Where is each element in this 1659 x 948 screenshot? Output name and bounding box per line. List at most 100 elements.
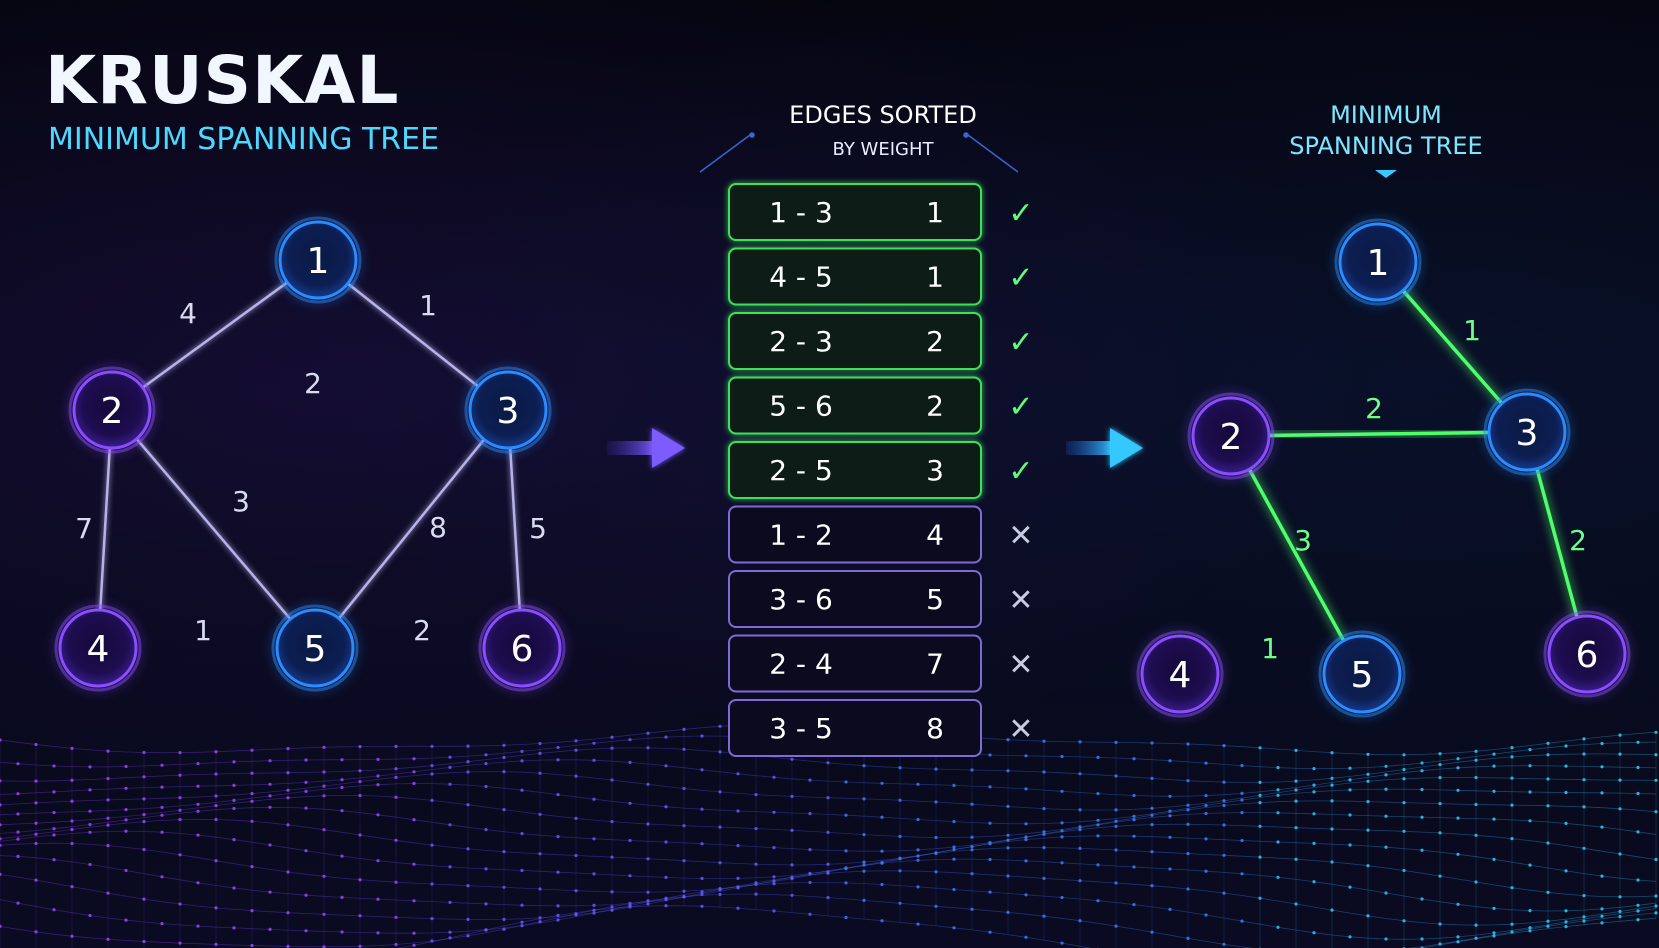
mst-node-label: 6	[1576, 635, 1599, 676]
right-arrow-icon	[607, 428, 685, 468]
edge-weight-label: 1	[419, 289, 437, 322]
input-graph-edges	[96, 258, 524, 650]
graph-node-label: 4	[87, 629, 110, 670]
edge-weight-label: 4	[179, 297, 197, 330]
graph-node-6: 6	[478, 604, 566, 692]
mst-edge-2-5	[1229, 435, 1364, 675]
sorted-panel-subtitle: BY WEIGHT	[832, 139, 934, 160]
cross-icon: ✕	[1008, 712, 1033, 747]
mst-nodes: 1 2 3 4 5 6	[1136, 218, 1631, 718]
sorted-edge-label: 5 - 6	[769, 390, 833, 423]
graph-node-label: 1	[307, 241, 330, 282]
graph-node-2: 2	[68, 366, 156, 454]
sorted-edge-weight: 7	[926, 648, 944, 681]
sorted-edges-list: 1 - 3 1 ✓ 4 - 5 1 ✓ 2 - 3 2 ✓ 5 - 6 2 ✓ 2 - 5 3 ✓ 1 - 2…	[728, 183, 1034, 757]
mst-node-label: 1	[1367, 243, 1390, 284]
graph-edge-3-6	[506, 409, 524, 649]
graph-node-3: 3	[464, 366, 552, 454]
sorted-edge-row: 1 - 2 4 ✕	[728, 505, 1034, 564]
mst-edge-weight-label: 2	[1365, 392, 1383, 425]
mst-edge-weight-label: 1	[1463, 314, 1481, 347]
check-icon: ✓	[1008, 454, 1033, 489]
sorted-edge-weight: 1	[926, 261, 944, 294]
graph-edge-3-5	[314, 409, 509, 649]
edge-weight-label: 8	[429, 511, 447, 544]
mst-panel: MINIMUM SPANNING TREE 1 2 3 1 2 1 2 3 4 5 6	[1136, 101, 1631, 718]
graph-node-4: 4	[54, 604, 142, 692]
mst-node-5: 5	[1318, 630, 1406, 718]
edge-weight-label: 3	[232, 485, 250, 518]
sorted-edge-weight: 4	[926, 519, 944, 552]
edge-weight-label: 2	[304, 367, 322, 400]
mst-node-6: 6	[1543, 610, 1631, 698]
edge-weight-label: 5	[529, 512, 547, 545]
input-graph-weights: 4 1 2 3 8 7 5 1 2	[75, 289, 547, 647]
sorted-edge-weight: 2	[926, 390, 944, 423]
mst-edge-weight-label: 1	[1261, 632, 1279, 665]
sorted-edge-row: 2 - 5 3 ✓	[728, 441, 1034, 499]
graph-edge-2-4	[96, 409, 114, 649]
mst-edge-weight-label: 2	[1569, 524, 1587, 557]
mst-panel-title-line2: SPANNING TREE	[1289, 132, 1482, 160]
sorted-edge-weight: 1	[926, 196, 944, 229]
sorted-edge-weight: 3	[926, 454, 944, 487]
graph-edge-2-5	[111, 409, 316, 649]
sorted-panel-bracket	[699, 132, 1019, 173]
page-subtitle: MINIMUM SPANNING TREE	[48, 122, 439, 157]
sorted-edge-label: 2 - 3	[769, 325, 833, 358]
sorted-edge-label: 2 - 4	[769, 648, 833, 681]
cross-icon: ✕	[1008, 583, 1033, 618]
graph-node-label: 2	[101, 391, 124, 432]
sorted-edge-row: 1 - 3 1 ✓	[728, 183, 1034, 241]
sorted-edge-row: 4 - 5 1 ✓	[728, 247, 1034, 306]
sorted-edge-label: 4 - 5	[769, 261, 833, 294]
cross-icon: ✕	[1008, 648, 1033, 683]
check-icon: ✓	[1008, 196, 1033, 231]
graph-edge-1-3	[317, 259, 509, 411]
check-icon: ✓	[1008, 261, 1033, 296]
check-icon: ✓	[1008, 325, 1033, 360]
mst-weights: 1 2 3 1 2	[1261, 314, 1587, 665]
particle-wave-decoration	[0, 722, 1658, 948]
mst-node-2: 2	[1187, 392, 1275, 480]
mst-node-3: 3	[1483, 388, 1571, 476]
input-graph: 4 1 2 3 8 7 5 1 2 1 2 3 4 5 6	[54, 216, 566, 692]
cross-icon: ✕	[1008, 519, 1033, 554]
mst-edge-weight-label: 3	[1294, 524, 1312, 557]
sorted-edge-label: 1 - 3	[769, 196, 833, 229]
sorted-edge-weight: 5	[926, 583, 944, 616]
edge-weight-label: 7	[75, 512, 93, 545]
sorted-edge-row: 3 - 5 8 ✕	[728, 699, 1034, 757]
sorted-edge-weight: 8	[926, 712, 944, 745]
sorted-edge-label: 2 - 5	[769, 454, 833, 487]
graph-node-label: 5	[304, 629, 327, 670]
right-arrow-icon	[1066, 428, 1143, 468]
mst-node-label: 5	[1351, 655, 1374, 696]
sorted-edge-row: 2 - 4 7 ✕	[728, 634, 1034, 693]
sorted-edge-label: 3 - 5	[769, 712, 833, 745]
edge-weight-label: 1	[194, 614, 212, 647]
edge-weight-label: 2	[413, 614, 431, 647]
graph-node-5: 5	[271, 604, 359, 692]
sorted-panel-title: EDGES SORTED	[789, 101, 977, 129]
sorted-edge-row: 2 - 3 2 ✓	[728, 312, 1034, 370]
graph-node-label: 3	[497, 391, 520, 432]
graph-node-1: 1	[274, 216, 362, 304]
check-icon: ✓	[1008, 390, 1033, 425]
mst-node-label: 4	[1169, 655, 1192, 696]
mst-node-4: 4	[1136, 630, 1224, 718]
mst-panel-underline	[1215, 169, 1556, 178]
mst-node-label: 3	[1516, 413, 1539, 454]
mst-node-label: 2	[1220, 417, 1243, 458]
sorted-edge-row: 5 - 6 2 ✓	[728, 376, 1034, 435]
page-title: KRUSKAL	[45, 42, 399, 119]
graph-node-label: 6	[511, 629, 534, 670]
input-graph-nodes: 1 2 3 4 5 6	[54, 216, 566, 692]
mst-node-1: 1	[1334, 218, 1422, 306]
sorted-edge-weight: 2	[926, 325, 944, 358]
mst-panel-title-line1: MINIMUM	[1330, 101, 1442, 129]
sorted-edge-label: 1 - 2	[769, 519, 833, 552]
